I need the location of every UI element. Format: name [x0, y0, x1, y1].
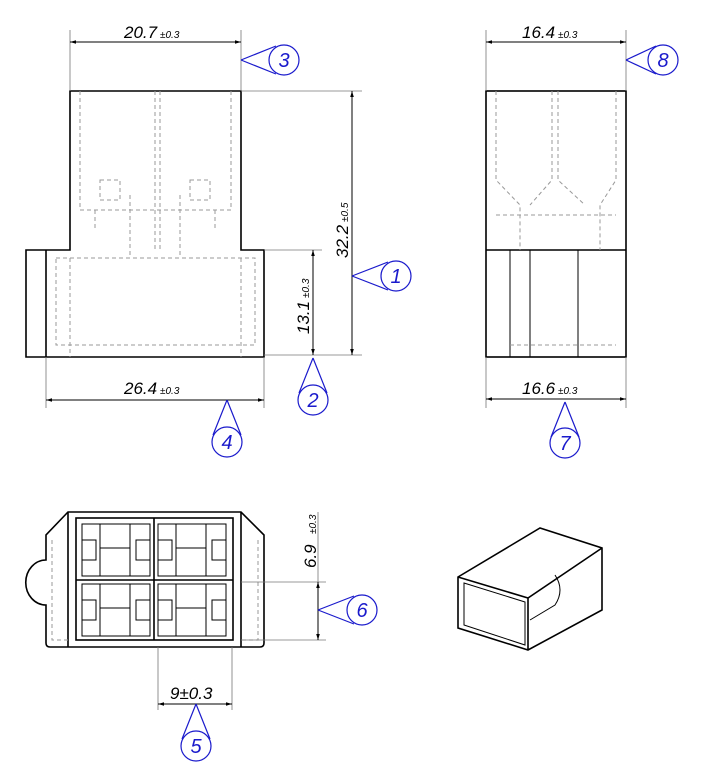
dim-tolerance: ±0.3: [558, 30, 578, 41]
dim-value: 9±0.3: [170, 684, 213, 703]
svg-text:5: 5: [190, 736, 202, 758]
svg-text:8: 8: [657, 50, 668, 72]
dimension-32-2: 32.2 ±0.5: [241, 90, 362, 356]
dim-tolerance: ±0.5: [340, 202, 351, 222]
front-view: [25, 90, 265, 358]
balloon-3: 3: [240, 44, 300, 76]
svg-text:1: 1: [390, 266, 401, 288]
end-view: [24, 511, 265, 648]
svg-text:3: 3: [278, 50, 289, 72]
dim-value: 32.2: [333, 224, 352, 258]
dimension-6-9: 6.9 ±0.3: [241, 512, 326, 641]
dim-tolerance: ±0.3: [301, 278, 312, 298]
dim-value: 16.6: [522, 379, 556, 398]
dim-value: 6.9: [301, 544, 320, 568]
balloon-5: 5: [180, 703, 212, 762]
isometric-view: [457, 527, 603, 651]
balloon-7: 7: [549, 401, 581, 459]
svg-text:2: 2: [306, 390, 318, 412]
balloon-4: 4: [211, 399, 243, 458]
svg-text:4: 4: [221, 432, 232, 454]
balloon-1: 1: [351, 260, 412, 292]
dimension-13-1: 13.1 ±0.3: [264, 249, 322, 355]
dim-value: 13.1: [294, 301, 313, 334]
dim-tolerance: ±0.3: [308, 514, 319, 534]
balloon-6: 6: [317, 594, 378, 626]
dim-tolerance: ±0.3: [160, 386, 180, 397]
dimension-16-4: 16.4 ±0.3: [485, 23, 627, 91]
dim-value: 16.4: [522, 23, 555, 42]
dimension-20-7: 20.7 ±0.3: [69, 23, 242, 91]
dim-tolerance: ±0.3: [160, 30, 180, 41]
dim-value: 20.7: [123, 23, 158, 42]
dim-value: 26.4: [123, 379, 157, 398]
dim-tolerance: ±0.3: [558, 386, 578, 397]
dimension-16-6: 16.6 ±0.3: [485, 357, 627, 408]
dimension-26-4: 26.4 ±0.3: [45, 357, 265, 408]
balloon-8: 8: [625, 44, 679, 76]
svg-text:7: 7: [559, 433, 571, 455]
side-view: [485, 90, 627, 358]
balloon-2: 2: [297, 357, 329, 416]
svg-text:6: 6: [356, 600, 368, 622]
dimension-9: 9±0.3: [157, 647, 233, 710]
